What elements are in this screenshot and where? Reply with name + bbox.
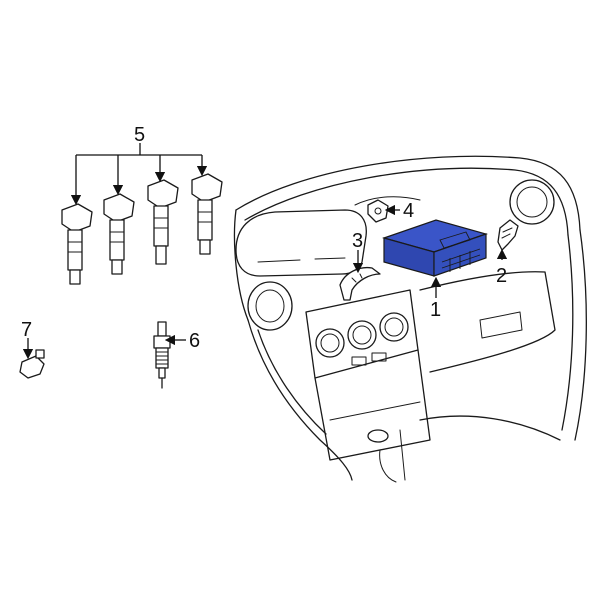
ignition-coil[interactable] bbox=[147, 179, 179, 265]
small-sensor[interactable] bbox=[367, 199, 389, 223]
callout-1[interactable]: 1 bbox=[430, 299, 441, 321]
callout-3[interactable]: 3 bbox=[352, 230, 363, 252]
spark-plug[interactable] bbox=[153, 321, 171, 389]
dashboard-drawing bbox=[233, 155, 587, 483]
ignition-coil[interactable] bbox=[103, 193, 135, 275]
callout-4[interactable]: 4 bbox=[403, 200, 414, 222]
sensor-bracket[interactable] bbox=[497, 219, 519, 251]
callout-5[interactable]: 5 bbox=[134, 124, 145, 146]
callout-2[interactable]: 2 bbox=[496, 265, 507, 287]
callout-labels: 5 4 3 2 1 6 7 bbox=[21, 124, 507, 352]
callout-7[interactable]: 7 bbox=[21, 319, 32, 341]
leader-lines bbox=[22, 143, 508, 360]
ecu-module[interactable] bbox=[381, 219, 489, 277]
callout-6[interactable]: 6 bbox=[189, 330, 200, 352]
ignition-coil-group[interactable] bbox=[61, 173, 223, 285]
knock-sensor[interactable] bbox=[19, 349, 45, 379]
curved-bracket[interactable] bbox=[339, 266, 381, 301]
ignition-coil[interactable] bbox=[191, 173, 223, 255]
ignition-coil[interactable] bbox=[61, 203, 93, 285]
